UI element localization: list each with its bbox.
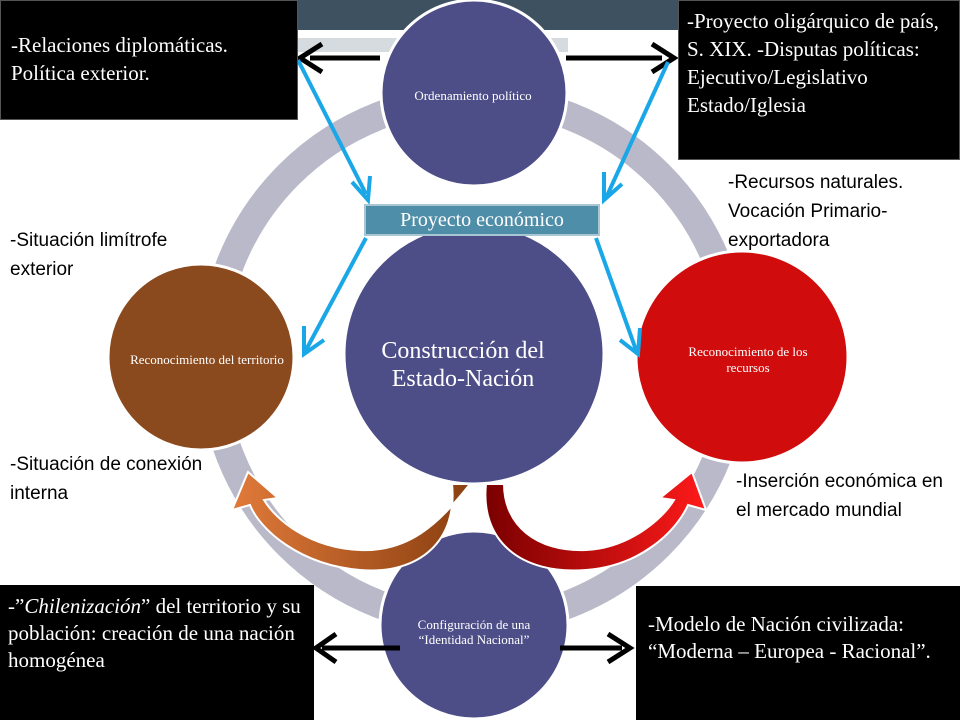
chilenizacion-prefix: -” bbox=[8, 594, 25, 618]
annotation-limitrofe: -Situación limítrofe exterior bbox=[10, 230, 168, 280]
blue-arrowhead-2 bbox=[602, 172, 624, 205]
annotation-conexion: -Situación de conexión interna bbox=[10, 454, 203, 504]
blue-arrow-line-3 bbox=[304, 237, 368, 351]
blue-arrow-line-4 bbox=[594, 237, 638, 351]
box-chilenizacion: -”Chilenización” del territorio y su pob… bbox=[0, 585, 314, 720]
black-arrowhead-bottom-left bbox=[311, 631, 338, 665]
black-arrowhead-top-left bbox=[295, 41, 324, 75]
node-top-label: Ordenamiento político bbox=[414, 88, 532, 103]
box-proyecto-oligarquico: -Proyecto oligárquico de país, S. XIX. -… bbox=[678, 0, 960, 160]
node-bottom-circle bbox=[378, 529, 570, 720]
chilenizacion-term: Chilenización bbox=[24, 594, 141, 618]
box-relaciones-diplomaticas: -Relaciones diplomáticas. Política exter… bbox=[0, 0, 298, 120]
blue-arrowhead-4 bbox=[618, 327, 642, 358]
black-arrowhead-top-right bbox=[650, 41, 679, 75]
box-modelo-nacion: -Modelo de Nación civilizada: “Moderna –… bbox=[636, 586, 960, 720]
blue-arrowhead-3 bbox=[302, 326, 326, 358]
node-left-label: Reconocimiento del territorio bbox=[130, 352, 284, 367]
node-left-circle bbox=[106, 262, 296, 452]
node-bottom-label: Configuración de una “Identidad Nacional… bbox=[417, 617, 531, 647]
blue-arrow-line-2 bbox=[604, 61, 670, 199]
node-right-label: Reconocimiento de los recursos bbox=[688, 344, 808, 375]
black-arrowhead-bottom-right bbox=[606, 631, 635, 665]
annotation-insercion: -Inserción económica en el mercado mundi… bbox=[736, 471, 943, 521]
node-center-label: Construcción del Estado-Nación bbox=[381, 338, 545, 392]
chilenizacion-rest: ” del territorio y su población: creació… bbox=[8, 594, 301, 672]
blue-arrow-line-1 bbox=[296, 59, 368, 195]
curved-arrow-red bbox=[484, 470, 708, 572]
annotation-recursos: -Recursos naturales. Vocación Primario-e… bbox=[728, 172, 904, 251]
blue-arrowhead-1 bbox=[350, 175, 372, 205]
proyecto-economico-box: Proyecto económico bbox=[364, 204, 600, 236]
node-right-circle bbox=[634, 249, 850, 465]
curved-arrow-brown bbox=[230, 470, 473, 572]
node-top-circle bbox=[379, 0, 569, 188]
